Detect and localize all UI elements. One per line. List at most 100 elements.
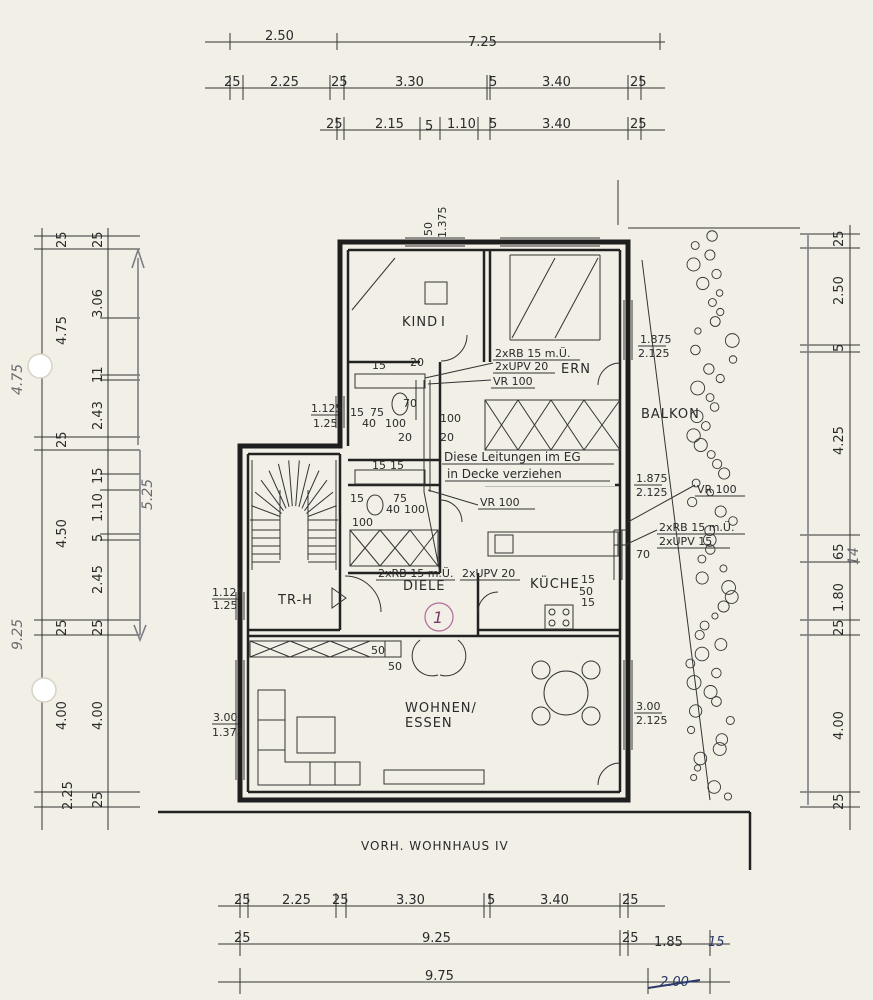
dim-bot-1c: 25 [332,893,349,908]
pencil-left-low: 9.25 [10,619,26,650]
dim-left-inner-4: 2.43 [91,401,106,430]
pencil-left-mid: 5.25 [140,479,156,510]
pencil-left-top: 4.75 [10,364,26,395]
room-kind-num: I [441,315,446,330]
room-trh: TR-H [277,593,313,608]
dim-top-3a: 25 [326,117,343,132]
binder-hole-bottom [31,677,57,703]
dim-bot-1d: 3.30 [396,893,425,908]
dim-top-2a: 25 [224,75,241,90]
dim-top-2g: 25 [630,75,647,90]
interior-fixtures [249,254,621,786]
dim-left-inner-6: 1.10 [91,493,106,522]
dim-left-inner-7: 5 [91,534,106,542]
pipe-rb-top: 2xRB 15 m.Ü. [495,347,570,360]
window-labels: 1.125 1.25 1.125 1.25 3.00 1.375 1.875 2… [212,207,672,739]
dim-right-2: 2.50 [832,276,847,305]
dim-right-4: 4.25 [832,426,847,455]
wohnen-n2: 50 [388,660,402,673]
dim-bot-1b: 2.25 [282,893,311,908]
dim-left-inner-3: 11 [91,366,106,383]
room-kind: KIND [402,315,438,330]
dim-right-1: 25 [832,230,847,247]
room-labels: KIND I ERN BALKON DIELE KÜCHE TR-H WOHNE… [277,315,700,731]
dim-bot-1e: 5 [487,893,495,908]
dim-bot-2e: 15 [708,935,725,950]
dim-left-outer-6: 4.00 [55,701,70,730]
dim-bot-2c: 25 [622,931,639,946]
kitchen-n1: 15 [581,573,595,586]
kitchen-n3: 15 [581,596,595,609]
building-walls [158,237,752,870]
dim-left-inner-1: 25 [91,231,106,248]
bath2-n6: 100 [404,503,425,516]
win-right-top-a: 1.875 [640,333,672,346]
dim-bot-3b: 2.00 [660,975,689,990]
pencil-annotations: 4.75 5.25 9.25 14 1 [10,235,862,805]
dim-top-1a: 2.50 [265,29,294,44]
win-left-top-b: 1.25 [313,417,338,430]
dim-right-8: 4.00 [832,711,847,740]
win-left-mid-b: 1.25 [213,599,238,612]
bath1-n10: 20 [440,431,454,444]
bath1-n6: 100 [385,417,406,430]
win-left-bot-b: 1.375 [212,726,244,739]
pipe-note-1: Diese Leitungen im EG [444,450,581,464]
dim-left-outer-7: 2.25 [61,781,76,810]
pipe-vr-right: VR 100 [697,483,737,496]
dim-bot-3a: 9.75 [425,969,454,984]
pipe-rb-diele: 2xRB 15 m.Ü. [378,567,453,580]
dim-top-3b: 2.15 [375,117,404,132]
dim-bot-2b: 9.25 [422,931,451,946]
dim-left-outer-1: 25 [55,231,70,248]
win-top-b: 1.375 [436,207,449,239]
dim-right-9: 25 [832,793,847,810]
dim-top-3f: 3.40 [542,117,571,132]
pipe-rb-right: 2xRB 15 m.Ü. [659,521,734,534]
pipe-upv-top: 2xUPV 20 [495,360,548,373]
dim-left-outer-2: 4.75 [55,316,70,345]
bath1-n8: 100 [440,412,461,425]
room-balkon: BALKON [641,407,700,422]
kitchen-n2: 50 [579,585,593,598]
room-ern: ERN [561,362,591,377]
dim-top-3e: 5 [489,117,497,132]
wohnen-n1: 50 [371,644,385,657]
win-top-a: 50 [422,222,435,236]
dim-right-3: 5 [832,344,847,352]
dim-right-5: 65 [832,543,847,560]
bath2-n4: 75 [393,492,407,505]
bath1-n5: 40 [362,417,376,430]
room-kueche: KÜCHE [530,575,580,592]
dim-bot-1a: 25 [234,893,251,908]
win-right-bot-a: 3.00 [636,700,661,713]
dim-bot-1f: 3.40 [540,893,569,908]
dim-top-2e: 5 [489,75,497,90]
bath2-n5: 40 [386,503,400,516]
dim-left-inner-5: 15 [91,467,106,484]
dim-left-outer-5: 25 [55,619,70,636]
room-essen: ESSEN [405,716,453,731]
pencil-right-mid: 14 [846,547,862,565]
bath2-n7: 100 [352,516,373,529]
bath1-n3: 15 [350,406,364,419]
bottom-dimension-chain: 25 2.25 25 3.30 5 3.40 25 25 9.25 25 1.8… [218,893,730,994]
kitchen-n4: 70 [636,548,650,561]
pencil-circle [424,602,454,632]
bath2-n1: 15 [372,459,386,472]
win-left-mid-a: 1.125 [212,586,244,599]
bath2-n3: 15 [350,492,364,505]
dim-left-inner-11: 25 [91,791,106,808]
dim-left-inner-9: 25 [91,619,106,636]
win-left-top-a: 1.125 [311,402,343,415]
right-dimension-chain: 25 2.50 5 4.25 65 1.80 25 4.00 25 [800,225,860,830]
dim-left-outer-4: 4.50 [55,519,70,548]
dim-bot-2d: 1.85 [654,935,683,950]
win-right-mid-a: 1.875 [636,472,668,485]
dim-bot-1g: 25 [622,893,639,908]
pipe-vr-mid: VR 100 [480,496,520,509]
dim-bot-2a: 25 [234,931,251,946]
room-diele: DIELE [403,579,446,594]
dim-top-2b: 2.25 [270,75,299,90]
